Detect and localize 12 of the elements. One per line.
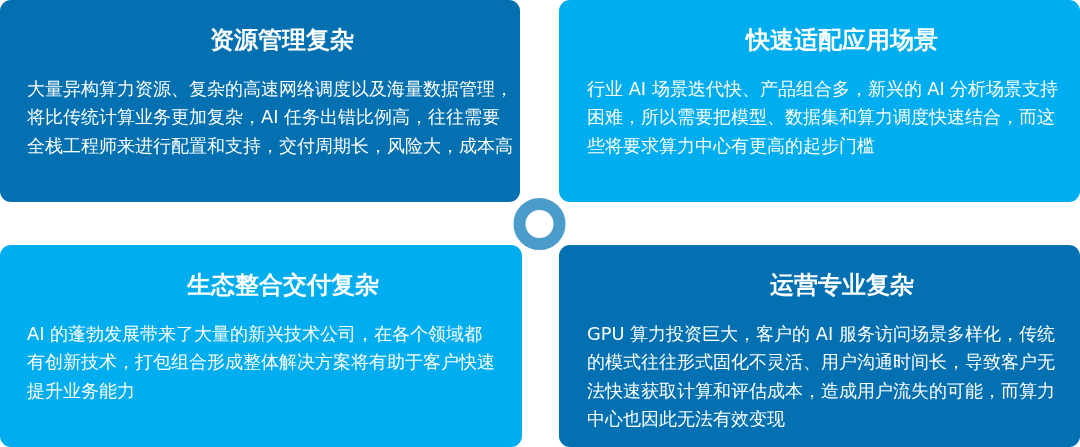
info-card bbox=[559, 245, 1080, 447]
info-card bbox=[0, 0, 520, 202]
card-heading: 生态整合交付复杂 bbox=[187, 271, 379, 299]
card-heading: 资源管理复杂 bbox=[210, 26, 354, 54]
card-description: AI 的蓬勃发展带来了大量的新兴技术公司，在各个领域都有创新技术，打包组合形成整体解决方案将有助于客户快速提升业务能力 bbox=[27, 323, 495, 401]
card-heading: 快速适配应用场景 bbox=[745, 26, 938, 54]
card-description: 行业 AI 场景迭代快、产品组合多，新兴的 AI 分析场景支持困难，所以需要把模型、数据集和算力调度快速结合，而这些将要求算力中心有更高的起步门槛 bbox=[587, 78, 1059, 156]
card-description: GPU 算力投资巨大，客户的 AI 服务访问场景多样化，传统的模式往往形式固化不灵活、用户沟通时间长，导致客户无法快速获取计算和评估成本，造成用户流失的可能，而算力中心也因此无法有效变现 bbox=[587, 323, 1055, 429]
card-heading: 运营专业复杂 bbox=[769, 271, 914, 299]
card-description: 大量异构算力资源、复杂的高速网络调度以及海量数据管理，将比传统计算业务更加复杂，AI 任务出错比例高，往往需要全栈工程师来进行配置和支持，交付周期长，风险大，成本高 bbox=[27, 78, 513, 156]
info-card bbox=[0, 245, 522, 447]
info-card bbox=[559, 0, 1080, 202]
